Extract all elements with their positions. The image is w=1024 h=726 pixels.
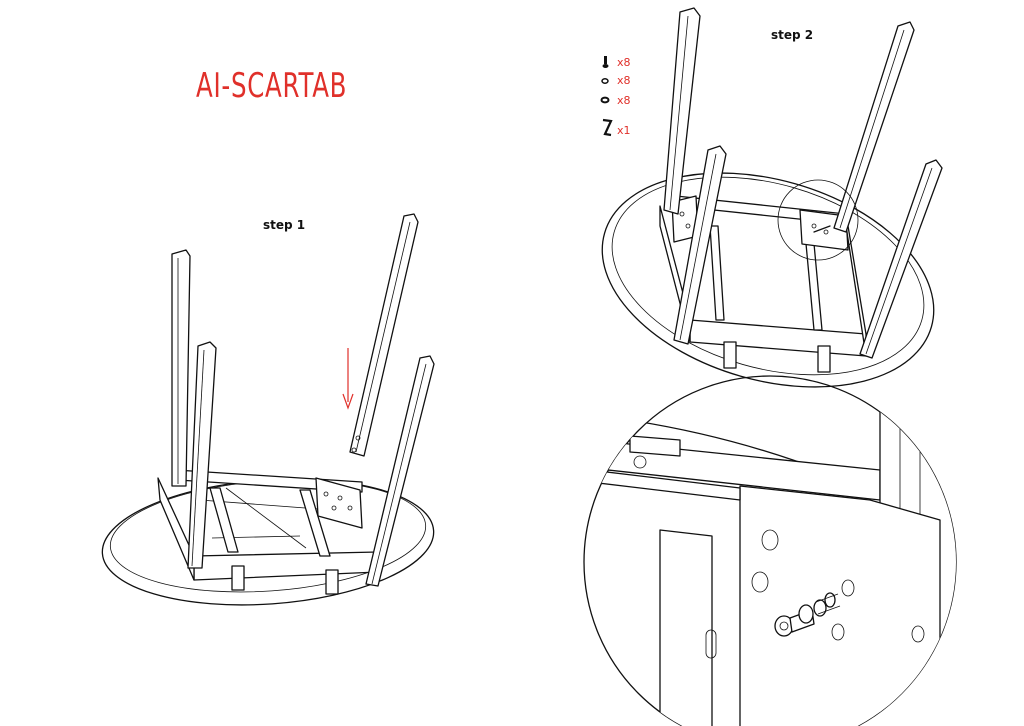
leg-2-front-right: [859, 159, 943, 359]
foot-block-2: [325, 569, 339, 595]
corner-bracket: [315, 477, 363, 529]
leg-back-left: [171, 249, 191, 487]
table-top-inner-2: [611, 176, 925, 376]
leg-2-back-right: [833, 21, 915, 233]
washer-icon: [601, 78, 609, 84]
apron-left: [157, 477, 195, 581]
bolt-quantity: x8: [617, 56, 631, 69]
detail-callout-circle: [777, 179, 859, 261]
lock-washer-icon: [600, 96, 610, 104]
bolt-icon: [602, 56, 609, 68]
product-code: AI-SCARTAB: [196, 66, 348, 106]
apron-front-2: [689, 319, 867, 357]
allen-key-icon: [602, 118, 613, 137]
table-top-edge-2: [601, 172, 935, 388]
washer-quantity: x8: [617, 74, 631, 87]
leg-2-front-left: [673, 145, 727, 345]
step-1-table-drawing: [101, 213, 435, 606]
detail-zoom-view: [583, 375, 957, 726]
inner-rail: [299, 489, 331, 557]
bolt-assembly-detail: [774, 592, 841, 637]
leg-front-left: [187, 341, 217, 569]
leg-detached: [349, 213, 419, 457]
foot-block-1: [231, 565, 245, 591]
leg-2-back-left: [663, 7, 701, 215]
hardware-list: [600, 56, 613, 137]
step-2-label: step 2: [771, 28, 814, 42]
allen-key-quantity: x1: [617, 124, 631, 137]
lock-washer-quantity: x8: [617, 94, 631, 107]
step-1-label: step 1: [263, 218, 306, 232]
apron-front: [193, 551, 379, 581]
step-2-table-drawing: [601, 7, 943, 388]
foot-block-3: [723, 341, 737, 369]
foot-block-4: [817, 345, 831, 373]
